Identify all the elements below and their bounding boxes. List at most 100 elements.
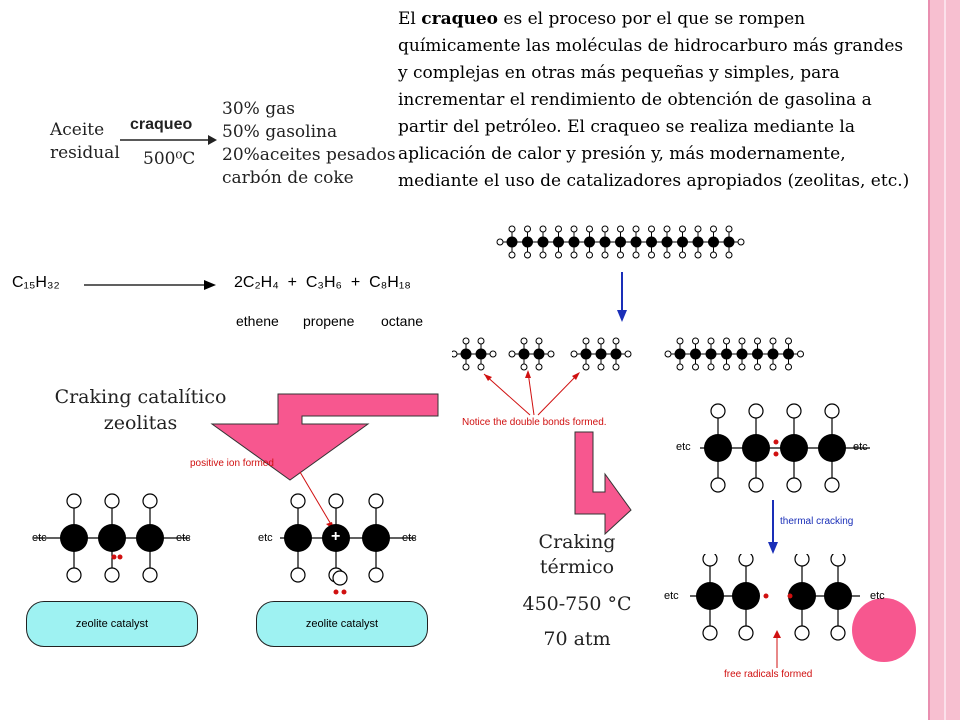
carbon-atom <box>610 348 622 360</box>
hydrogen-atom <box>597 363 605 371</box>
hydrogen-atom <box>663 251 671 259</box>
hydrogen-atom <box>710 477 726 493</box>
hydrogen-atom <box>694 251 702 259</box>
hydrogen-atom <box>664 350 672 358</box>
hydrogen-atom <box>679 225 686 233</box>
hydrogen-atom <box>676 337 684 345</box>
hydrogen-atom <box>601 225 609 233</box>
carbon-atom <box>630 236 642 248</box>
product-item: carbón de coke <box>222 168 354 188</box>
hydrogen-atom <box>290 493 306 509</box>
hydrogen-atom <box>104 567 120 583</box>
hydrogen-atom <box>710 225 717 233</box>
carbon-atom <box>752 348 763 360</box>
carbon-atom <box>732 582 760 610</box>
hydrogen-atom <box>477 337 485 345</box>
hydrogen-atom <box>547 350 555 358</box>
hydrogen-atom <box>477 363 485 371</box>
carbon-atom <box>460 348 472 360</box>
hydrogen-atom <box>679 251 686 259</box>
hydrogen-atom <box>612 337 620 345</box>
carbon-atom <box>783 348 794 360</box>
electron-dot <box>341 589 347 595</box>
hydrogen-atom <box>648 225 655 233</box>
product-item: 30% gas <box>222 99 295 119</box>
hydrogen-atom <box>794 625 810 641</box>
hydrogen-atom <box>785 337 792 345</box>
hydrogen-atom <box>601 251 609 259</box>
hydrogen-atom <box>539 225 547 233</box>
carbon-atom <box>646 236 657 248</box>
etc-label: etc <box>32 532 47 544</box>
etc-label: etc <box>853 441 868 453</box>
hydrogen-atom <box>368 493 384 509</box>
blue-arrow-down <box>617 272 627 322</box>
thermal-temperature: 450-750 °C <box>522 593 632 615</box>
electron-dot <box>773 451 779 457</box>
thermal-arrow <box>768 500 778 554</box>
carbon-atom <box>475 348 487 360</box>
reactant-line1: Aceite <box>50 120 105 140</box>
carbon-atom <box>599 236 611 248</box>
hydrogen-atom <box>539 251 547 259</box>
carbon-atom <box>98 524 126 552</box>
carbon-atom <box>537 236 549 248</box>
carbon-atom <box>518 348 530 360</box>
thermal-caption: Craking térmico 450-750 °C 70 atm <box>502 530 652 652</box>
pink-circle-decoration <box>852 598 916 662</box>
carbon-atom <box>708 236 719 248</box>
carbon-atom <box>60 524 88 552</box>
hydrogen-atom <box>710 403 726 419</box>
positive-charge-symbol: + <box>331 528 341 545</box>
hydrogen-atom <box>694 225 702 233</box>
hydrogen-atom <box>328 493 344 509</box>
intro-paragraph: El craqueo es el proceso por el que se r… <box>398 6 918 195</box>
hydrogen-atom <box>617 251 624 259</box>
thermal-molecule-before <box>700 403 870 493</box>
hydrogen-atom <box>786 403 802 419</box>
etc-label: etc <box>870 590 885 602</box>
hydrogen-atom <box>452 350 458 358</box>
carbon-atom <box>736 348 748 360</box>
hydrogen-atom <box>632 251 640 259</box>
carbon-atom <box>824 582 852 610</box>
hydrogen-atom <box>462 363 470 371</box>
stripe-line <box>944 0 946 720</box>
hydrogen-atom <box>520 337 528 345</box>
etc-label: etc <box>664 590 679 602</box>
hydrogen-atom <box>830 554 846 567</box>
hydrogen-atom <box>142 493 158 509</box>
hydrogen-atom <box>508 251 516 259</box>
product-name-ethene: ethene <box>236 313 279 329</box>
hydrogen-atom <box>290 567 306 583</box>
hydrogen-atom <box>462 337 470 345</box>
carbon-atom <box>506 236 518 248</box>
hydrogen-atom <box>824 403 840 419</box>
hydrogen-atom <box>520 363 528 371</box>
carbon-atom <box>696 582 724 610</box>
pink-arrow-thermal <box>574 431 632 535</box>
carbon-atom <box>705 348 717 360</box>
carbon-atom <box>677 236 688 248</box>
catalytic-molecule-1 <box>34 493 190 583</box>
carbon-atom <box>721 348 732 360</box>
intro-bold-term: craqueo <box>421 9 498 29</box>
products-list: 30% gas 50% gasolina 20%aceites pesados … <box>222 98 396 190</box>
carbon-atom <box>584 236 595 248</box>
hydrogen-atom <box>797 350 804 358</box>
hydrogen-atom <box>663 225 671 233</box>
thermal-pressure: 70 atm <box>543 628 611 650</box>
carbon-atom <box>580 348 592 360</box>
reactant-line2: residual <box>50 143 120 163</box>
carbon-atom <box>568 236 580 248</box>
catalytic-title: Craking catalítico zeolitas <box>38 384 243 436</box>
catalytic-title-line1: Craking catalítico <box>54 386 227 408</box>
electron-dot <box>773 439 779 445</box>
hydrogen-atom <box>692 363 699 371</box>
etc-label: etc <box>402 532 417 544</box>
hydrogen-atom <box>725 225 733 233</box>
hydrogen-atom <box>824 477 840 493</box>
double-bond-arrows <box>483 370 580 416</box>
hydrogen-atom <box>535 363 543 371</box>
free-radicals-note: free radicals formed <box>724 669 813 680</box>
